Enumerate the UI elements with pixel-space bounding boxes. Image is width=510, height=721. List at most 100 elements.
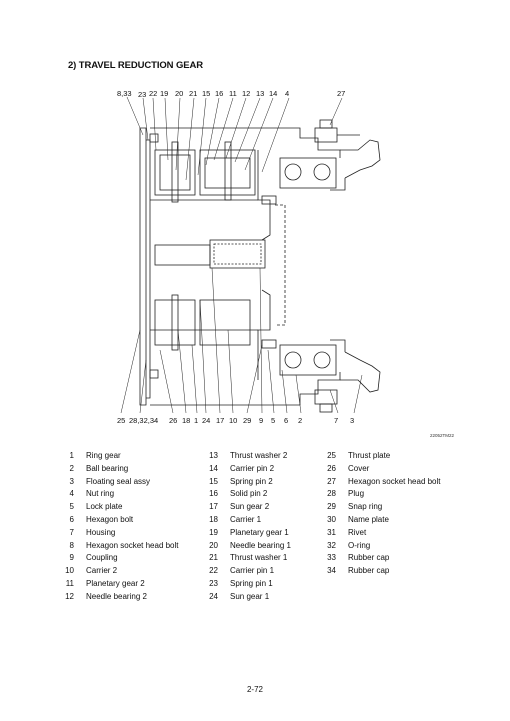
part-number: 3 bbox=[69, 476, 74, 486]
part-name: Lock plate bbox=[86, 502, 123, 512]
part-number: 34 bbox=[327, 566, 336, 576]
callout-label: 18 bbox=[182, 416, 191, 425]
callout-label: 15 bbox=[202, 89, 211, 98]
part-number: 32 bbox=[327, 540, 336, 550]
callout-label: 7 bbox=[334, 416, 339, 425]
part-name: Ring gear bbox=[86, 451, 121, 460]
part-name: Thrust washer 2 bbox=[230, 451, 288, 460]
callout-label: 3 bbox=[350, 416, 355, 425]
part-number: 9 bbox=[69, 553, 74, 563]
part-number: 16 bbox=[209, 489, 218, 499]
list-item: 8 Hexagon socket head bolt bbox=[60, 540, 179, 553]
part-number: 4 bbox=[69, 489, 74, 499]
list-item: 25 Thrust plate bbox=[322, 450, 441, 463]
part-number: 33 bbox=[327, 553, 336, 563]
callout-label: 11 bbox=[229, 89, 237, 98]
part-name: Rubber cap bbox=[348, 553, 390, 563]
part-number: 6 bbox=[69, 514, 74, 524]
part-name: Cover bbox=[348, 463, 370, 473]
part-name: Spring pin 1 bbox=[230, 578, 273, 588]
part-name: Floating seal assy bbox=[86, 476, 151, 486]
part-number: 26 bbox=[327, 463, 336, 473]
part-number: 12 bbox=[65, 591, 74, 601]
part-name: Sun gear 1 bbox=[230, 591, 270, 601]
list-item: 29 Snap ring bbox=[322, 501, 441, 514]
part-number: 14 bbox=[209, 463, 218, 473]
part-name: Hexagon bolt bbox=[86, 514, 134, 524]
part-number: 24 bbox=[209, 591, 218, 601]
callout-label: 8,33 bbox=[117, 89, 132, 98]
callout-label: 19 bbox=[160, 89, 169, 98]
part-name: Needle bearing 2 bbox=[86, 591, 147, 601]
part-name: Planetary gear 2 bbox=[86, 578, 145, 588]
part-name: Carrier pin 1 bbox=[230, 566, 275, 576]
part-number: 8 bbox=[69, 540, 74, 550]
list-item: 12 Needle bearing 2 bbox=[60, 591, 179, 604]
part-number: 11 bbox=[65, 578, 74, 588]
callout-label: 14 bbox=[269, 89, 278, 98]
part-number: 28 bbox=[327, 489, 336, 499]
part-number: 19 bbox=[209, 527, 218, 537]
part-number: 18 bbox=[209, 514, 218, 524]
callout-label: 21 bbox=[189, 89, 198, 98]
list-item: 22 Carrier pin 1 bbox=[204, 565, 291, 578]
list-item: 34 Rubber cap bbox=[322, 565, 441, 578]
part-name: Thrust washer 1 bbox=[230, 553, 288, 563]
part-number: 22 bbox=[209, 566, 218, 576]
part-number: 15 bbox=[209, 476, 218, 486]
part-name: Planetary gear 1 bbox=[230, 527, 289, 537]
part-name: Carrier 2 bbox=[86, 566, 118, 576]
callout-label: 16 bbox=[215, 89, 224, 98]
part-name: O-ring bbox=[348, 540, 371, 550]
part-name: Spring pin 2 bbox=[230, 476, 273, 486]
part-name: Carrier 1 bbox=[230, 514, 262, 524]
list-item: 21 Thrust washer 1 bbox=[204, 552, 291, 565]
part-number: 29 bbox=[327, 502, 336, 512]
part-number: 27 bbox=[327, 476, 336, 486]
drawing-code: 22052TM22 bbox=[430, 433, 455, 438]
list-item: 18 Carrier 1 bbox=[204, 514, 291, 527]
part-number: 31 bbox=[327, 527, 336, 537]
list-item: 19 Planetary gear 1 bbox=[204, 527, 291, 540]
callout-label: 6 bbox=[284, 416, 289, 425]
part-name: Hexagon socket head bolt bbox=[86, 540, 179, 550]
list-item: 32 O-ring bbox=[322, 540, 441, 553]
part-name: Name plate bbox=[348, 514, 389, 524]
part-number: 7 bbox=[69, 527, 74, 537]
callout-label: 4 bbox=[285, 89, 290, 98]
callout-label: 23 bbox=[138, 90, 147, 99]
part-name: Snap ring bbox=[348, 502, 383, 512]
list-item: 33 Rubber cap bbox=[322, 552, 441, 565]
list-item: 11 Planetary gear 2 bbox=[60, 578, 179, 591]
callout-label: 2 bbox=[298, 416, 303, 425]
part-name: Ball bearing bbox=[86, 463, 129, 473]
callout-label: 10 bbox=[229, 416, 238, 425]
callout-label: 12 bbox=[242, 89, 251, 98]
callout-label: 17 bbox=[216, 416, 225, 425]
callout-label: 25 bbox=[117, 416, 126, 425]
part-name: Rubber cap bbox=[348, 566, 390, 576]
section-title: 2) TRAVEL REDUCTION GEAR bbox=[68, 60, 204, 71]
part-name: Thrust plate bbox=[348, 451, 391, 460]
part-number: 21 bbox=[209, 553, 218, 563]
callout-label: 1 bbox=[194, 416, 199, 425]
list-item: 26 Cover bbox=[322, 463, 441, 476]
callout-label: 28,32,34 bbox=[129, 416, 159, 425]
part-number: 25 bbox=[327, 451, 336, 460]
